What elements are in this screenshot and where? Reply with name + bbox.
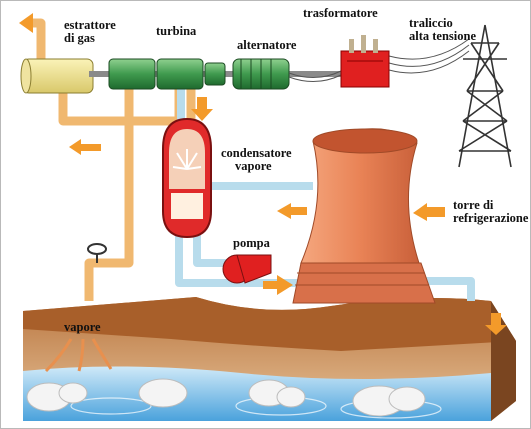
label-estrattore-line1: estrattore [64, 18, 116, 32]
label-torre: torre di refrigerazione [453, 199, 528, 225]
label-vapore: vapore [64, 320, 101, 334]
steam-vent-icon [44, 338, 113, 373]
gas-extractor [20, 58, 94, 94]
valve-wheel-icon [87, 243, 107, 263]
label-condensatore-line2: vapore [235, 159, 272, 173]
condenser [162, 117, 212, 239]
label-condensatore: condensatore vapore [221, 147, 292, 173]
label-estrattore-line2: di gas [64, 31, 95, 45]
label-traliccio-line1: traliccio [409, 16, 453, 30]
label-estrattore: estrattore di gas [64, 19, 116, 45]
power-lines [288, 38, 470, 82]
alternator [232, 58, 290, 90]
label-turbina: turbina [156, 24, 197, 38]
pylon-icon [458, 24, 512, 168]
label-alternatore: alternatore [237, 38, 297, 52]
water-pipes [175, 89, 475, 301]
label-torre-line2: refrigerazione [453, 211, 529, 225]
label-trasformatore: trasformatore [303, 6, 378, 20]
steam-bubbles [26, 378, 426, 417]
label-traliccio-line2: alta tensione [409, 29, 477, 43]
turbine [108, 58, 226, 90]
label-pompa: pompa [233, 236, 270, 250]
label-torre-line1: torre di [453, 198, 494, 212]
label-condensatore-line1: condensatore [221, 146, 292, 160]
transformer [340, 35, 390, 88]
cooling-tower [292, 128, 436, 304]
pump [222, 254, 272, 284]
flow-arrow-icon [19, 13, 507, 335]
label-traliccio: traliccio alta tensione [409, 17, 476, 43]
